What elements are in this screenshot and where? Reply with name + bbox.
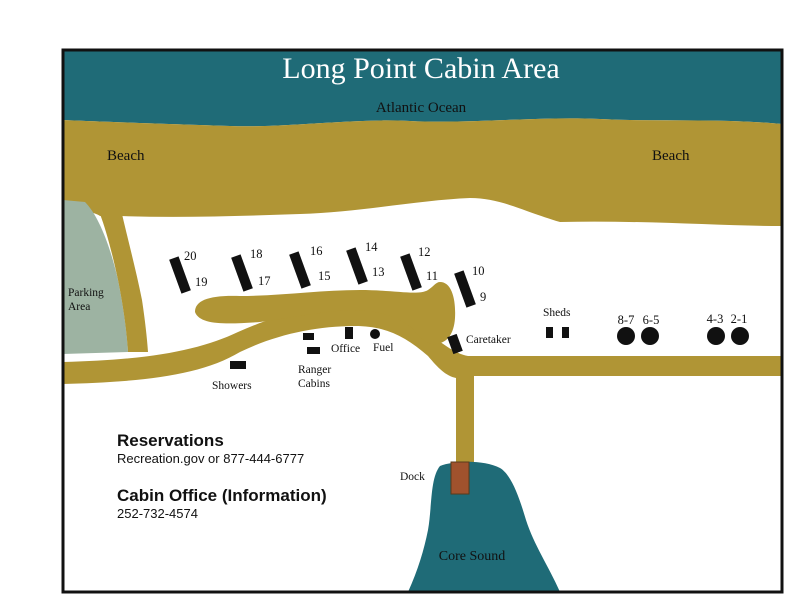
core-sound	[408, 461, 560, 592]
cabin-number-9: 9	[480, 290, 486, 304]
sheds-label: Sheds	[543, 307, 571, 319]
lower-road	[63, 306, 782, 386]
map-title: Long Point Cabin Area	[282, 52, 559, 85]
round-cabin-label-8-7: 8-7	[618, 313, 635, 327]
beach	[63, 118, 782, 226]
dock-road	[456, 376, 474, 466]
cabin-number-18: 18	[250, 247, 263, 261]
round-cabin-label-4-3: 4-3	[707, 312, 724, 326]
parking-area	[63, 200, 128, 354]
cabin-office-heading: Cabin Office (Information)	[117, 486, 327, 505]
cabin-number-17: 17	[258, 274, 271, 288]
caretaker-label: Caretaker	[466, 334, 511, 346]
cabin-office-block: Cabin Office (Information) 252-732-4574	[117, 486, 327, 522]
parking-label-line1: Parking	[68, 287, 104, 299]
ranger-cabin-1[interactable]	[303, 333, 314, 340]
cabin-16-15[interactable]	[289, 251, 311, 289]
reservations-block: Reservations Recreation.gov or 877-444-6…	[117, 431, 304, 467]
cabin-18-17[interactable]	[231, 254, 253, 292]
parking-label-line2: Area	[68, 301, 90, 313]
cabin-12-11[interactable]	[400, 253, 422, 291]
dock-label: Dock	[400, 471, 425, 483]
ranger-label-line1: Ranger	[298, 364, 331, 376]
showers-label: Showers	[212, 380, 252, 392]
fuel-label: Fuel	[373, 342, 393, 354]
caretaker-building[interactable]	[447, 333, 463, 355]
cabin-8-7[interactable]	[617, 327, 635, 345]
office-label: Office	[331, 343, 360, 355]
atlantic-ocean	[63, 50, 782, 127]
showers-building[interactable]	[230, 361, 246, 369]
dock	[450, 461, 470, 495]
cabin-number-10: 10	[472, 264, 485, 278]
cabin-2-1[interactable]	[731, 327, 749, 345]
map-border	[61, 48, 784, 594]
cabin-4-3[interactable]	[707, 327, 725, 345]
fuel-station[interactable]	[370, 329, 380, 339]
cabin-number-12: 12	[418, 245, 431, 259]
cabin-number-16: 16	[310, 244, 323, 258]
reservations-text[interactable]: Recreation.gov or 877-444-6777	[117, 451, 305, 466]
beach-label-left: Beach	[107, 148, 145, 164]
left-beach-road	[100, 214, 148, 352]
ranger-cabin-2[interactable]	[307, 347, 320, 354]
cabin-number-19: 19	[195, 275, 208, 289]
cabin-6-5[interactable]	[641, 327, 659, 345]
core-sound-label: Core Sound	[439, 549, 506, 564]
cabin-office-phone[interactable]: 252-732-4574	[117, 506, 198, 521]
round-cabin-label-2-1: 2-1	[731, 312, 748, 326]
ocean-label: Atlantic Ocean	[376, 100, 467, 116]
ranger-label-line2: Cabins	[298, 378, 330, 390]
cabin-14-13[interactable]	[346, 247, 368, 285]
cabin-loop-road	[195, 282, 456, 345]
shed-1[interactable]	[546, 327, 553, 338]
beach-label-right: Beach	[652, 148, 690, 164]
cabin-number-15: 15	[318, 269, 331, 283]
reservations-heading: Reservations	[117, 431, 224, 450]
cabin-number-14: 14	[365, 240, 378, 254]
cabin-number-13: 13	[372, 265, 385, 279]
cabin-20-19[interactable]	[169, 256, 191, 294]
round-cabin-label-6-5: 6-5	[643, 313, 660, 327]
cabin-number-11: 11	[426, 269, 438, 283]
shed-2[interactable]	[562, 327, 569, 338]
cabin-number-20: 20	[184, 249, 197, 263]
office-building[interactable]	[345, 327, 353, 339]
cabin-10-9[interactable]	[454, 270, 476, 308]
